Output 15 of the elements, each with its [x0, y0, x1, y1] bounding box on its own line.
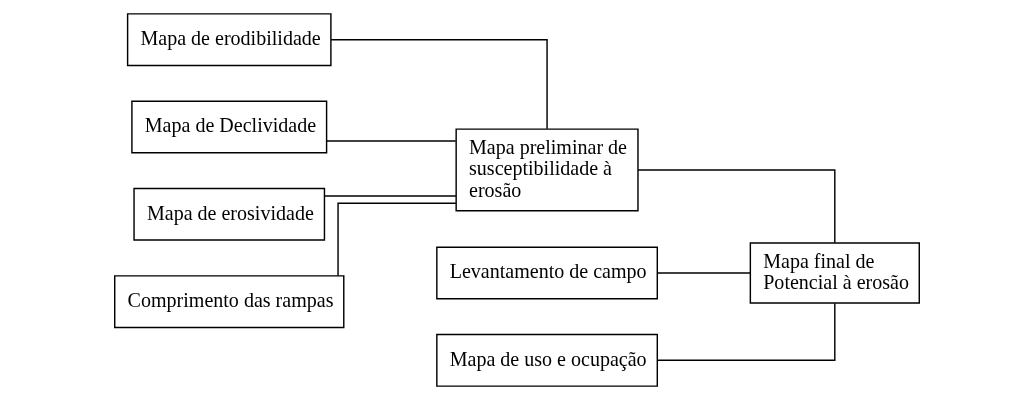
node-box: Mapa de erosividade [133, 187, 326, 241]
node-box: Levantamento de campo [436, 246, 658, 300]
connector [326, 140, 457, 142]
connector [656, 272, 751, 274]
node-box: Mapa final de Potencial à erosão [749, 242, 920, 304]
node-box: Mapa de erodibilidade [126, 13, 332, 67]
connector [330, 38, 548, 130]
node-box: Mapa de uso e ocupação [436, 333, 658, 387]
node-box: Comprimento das rampas [114, 275, 345, 329]
node-box: Mapa preliminar de susceptibilidade à erosão [455, 128, 639, 212]
connector [323, 195, 457, 197]
node-box: Mapa de Declividade [131, 100, 328, 154]
connector [656, 302, 836, 362]
connector [637, 169, 836, 244]
connector [337, 202, 457, 277]
